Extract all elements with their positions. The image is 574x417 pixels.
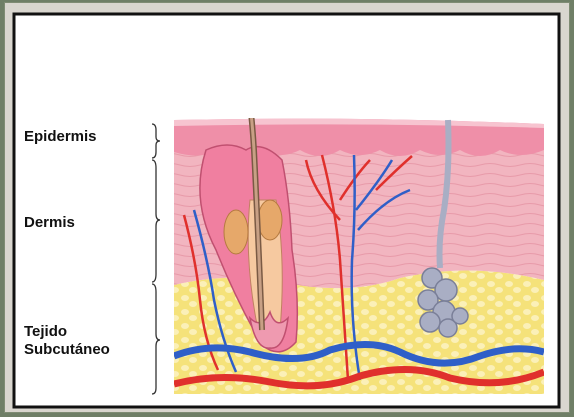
sebaceous-gland [224, 210, 248, 254]
epidermis-label: Epidermis [24, 128, 97, 146]
subcutaneous-label: Tejido Subcutáneo [24, 323, 110, 359]
subcutaneous-label-line-2: Subcutáneo [24, 341, 110, 359]
dermis-label: Dermis [24, 214, 75, 232]
subcutaneous-label-line-1: Tejido [24, 323, 110, 341]
